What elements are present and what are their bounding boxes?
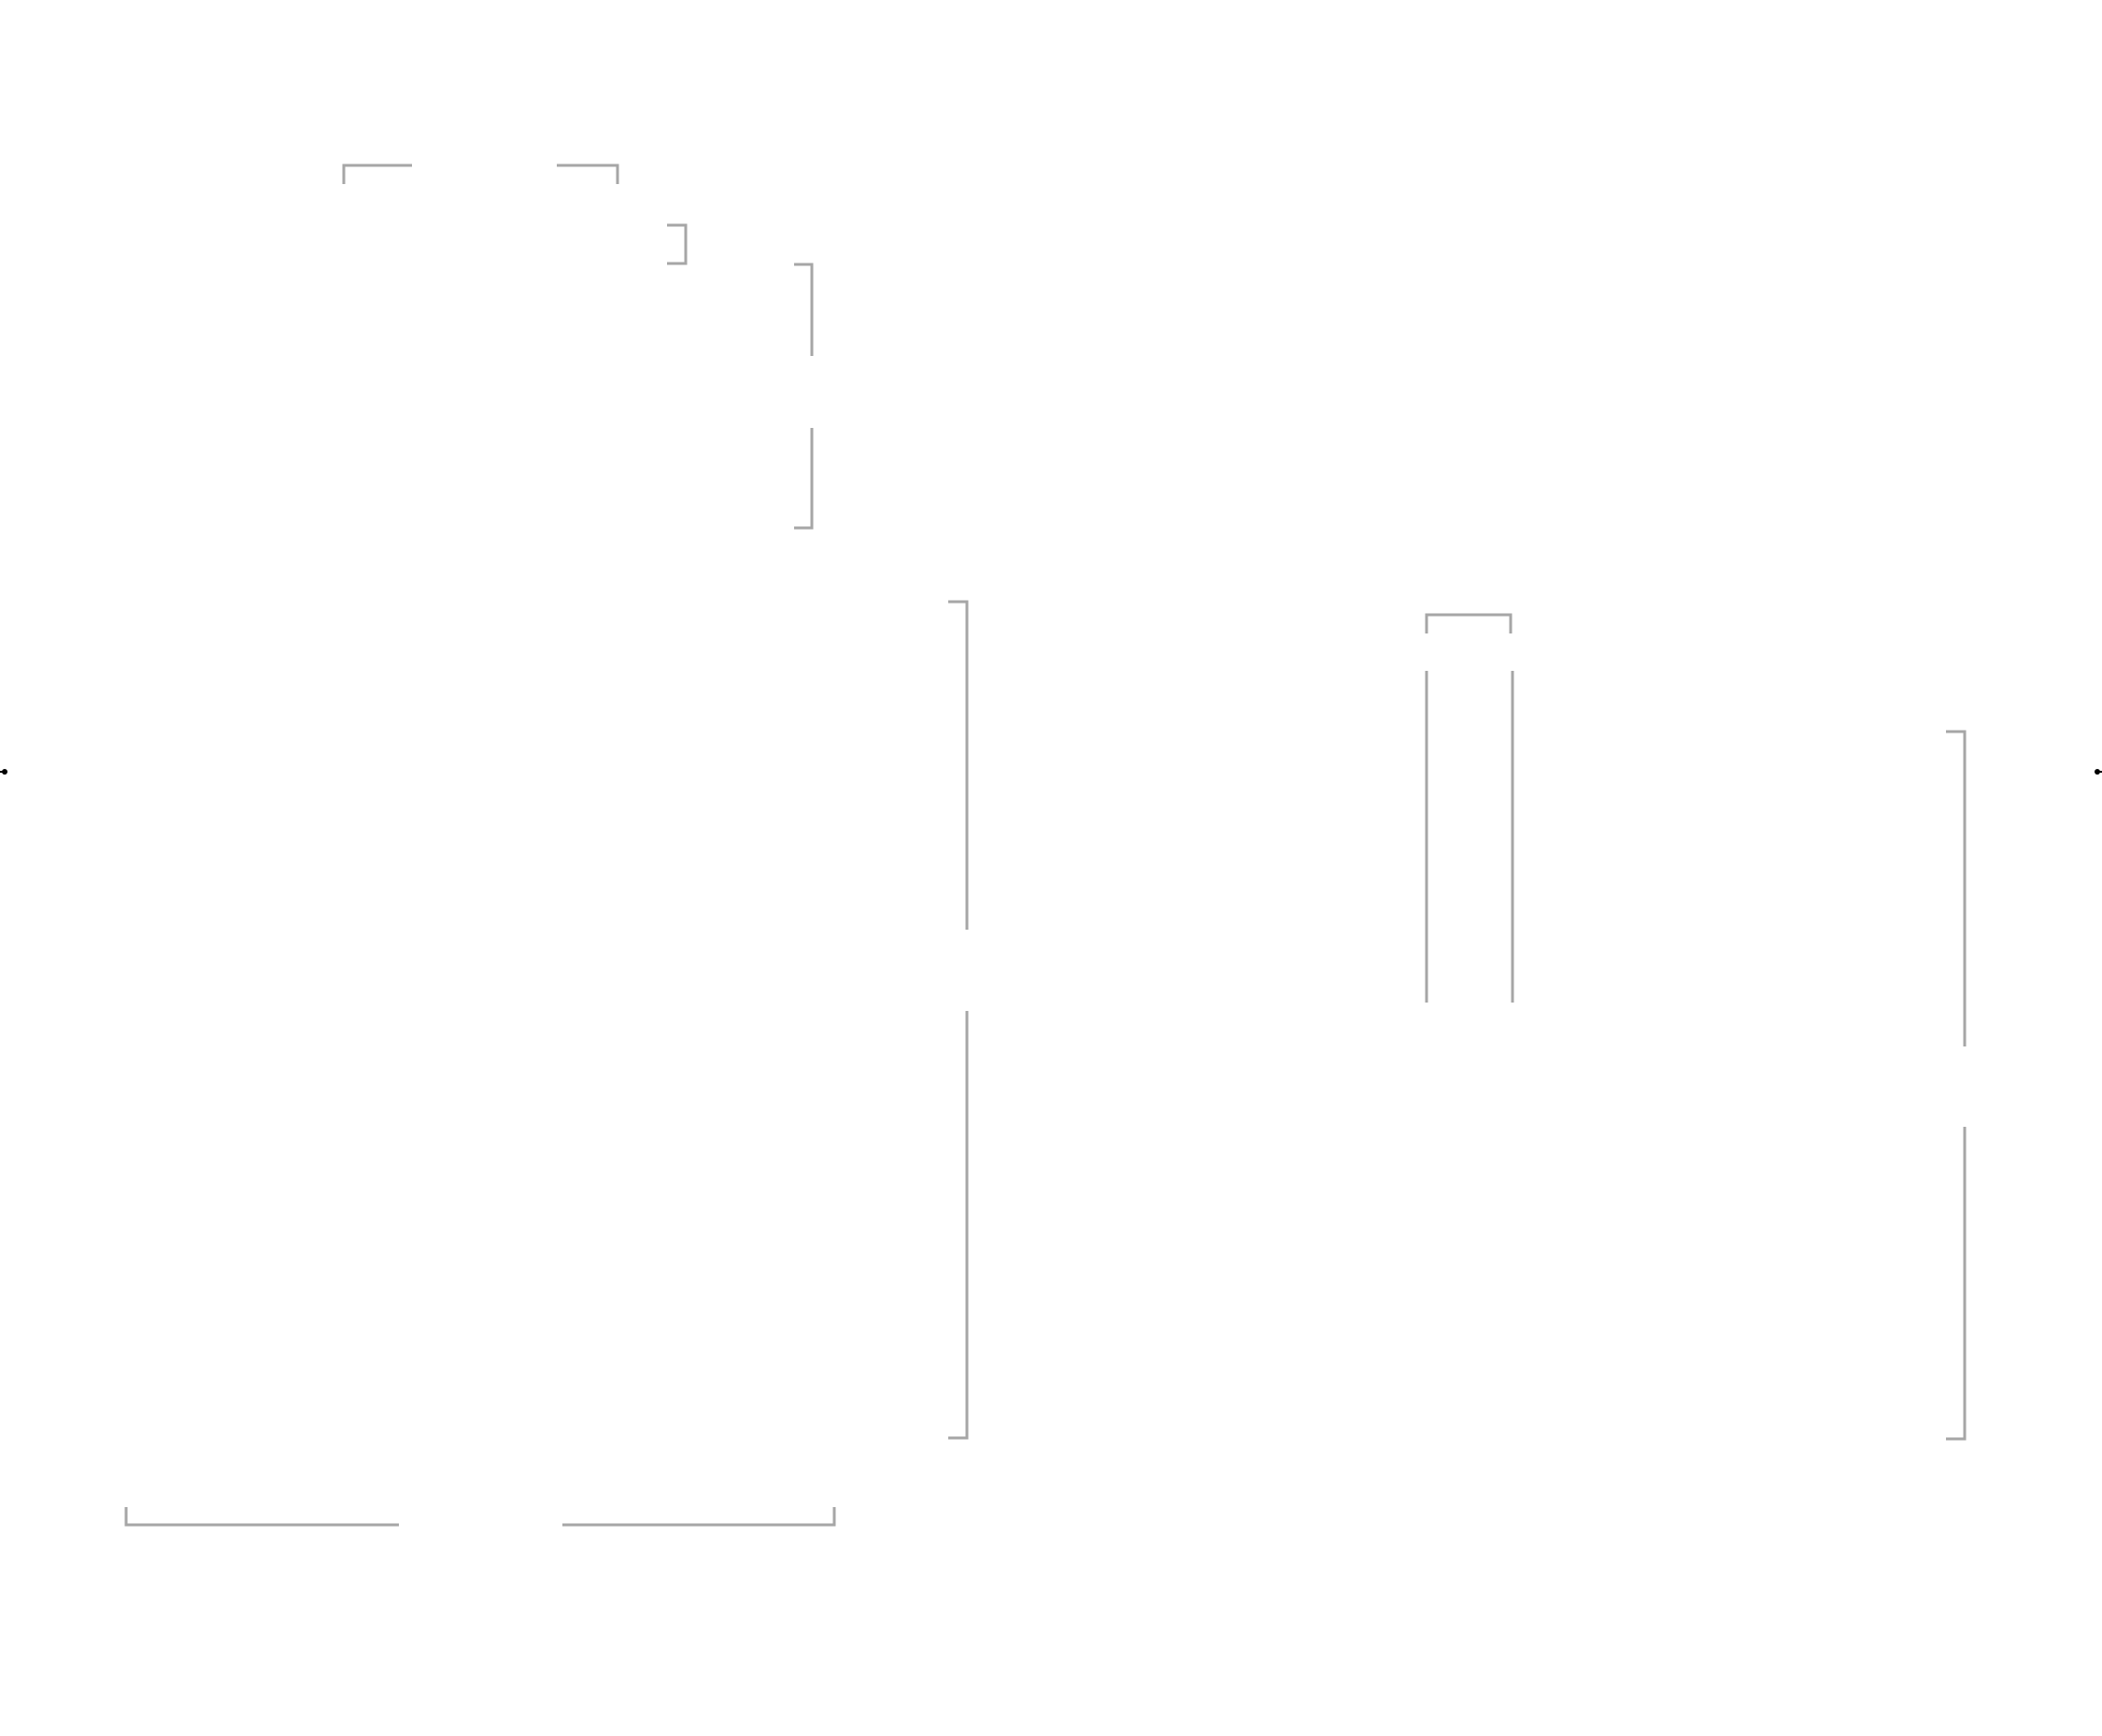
bracket-middle-left-bottom	[948, 1011, 969, 1440]
bracket-group-bottom	[124, 1507, 836, 1527]
bracket-group-middle-left	[948, 600, 969, 1440]
bracket-group-top	[342, 164, 619, 184]
anchor-right	[2095, 769, 2102, 775]
bracket-bottom-right-segment	[562, 1507, 836, 1527]
bracket-group-upper-small	[667, 223, 688, 265]
bracket-right-top	[1946, 730, 1967, 1046]
bracket-top-left-segment	[342, 164, 412, 184]
bracket-group-right	[1946, 730, 1967, 1441]
bracket-right-bottom	[1946, 1127, 1967, 1441]
bracket-small-right	[667, 223, 688, 265]
bracket-upper-right-bottom	[794, 428, 814, 530]
anchor-left	[0, 769, 7, 775]
bracket-group-center-column	[1425, 613, 1514, 1003]
bracket-bottom-left-segment	[124, 1507, 399, 1527]
bracket-top-right-segment	[557, 164, 619, 184]
bracket-center-top-cap	[1425, 613, 1513, 633]
bracket-middle-left-top	[948, 600, 969, 930]
bracket-group-upper-right	[794, 263, 814, 530]
bracket-upper-right-top	[794, 263, 814, 356]
